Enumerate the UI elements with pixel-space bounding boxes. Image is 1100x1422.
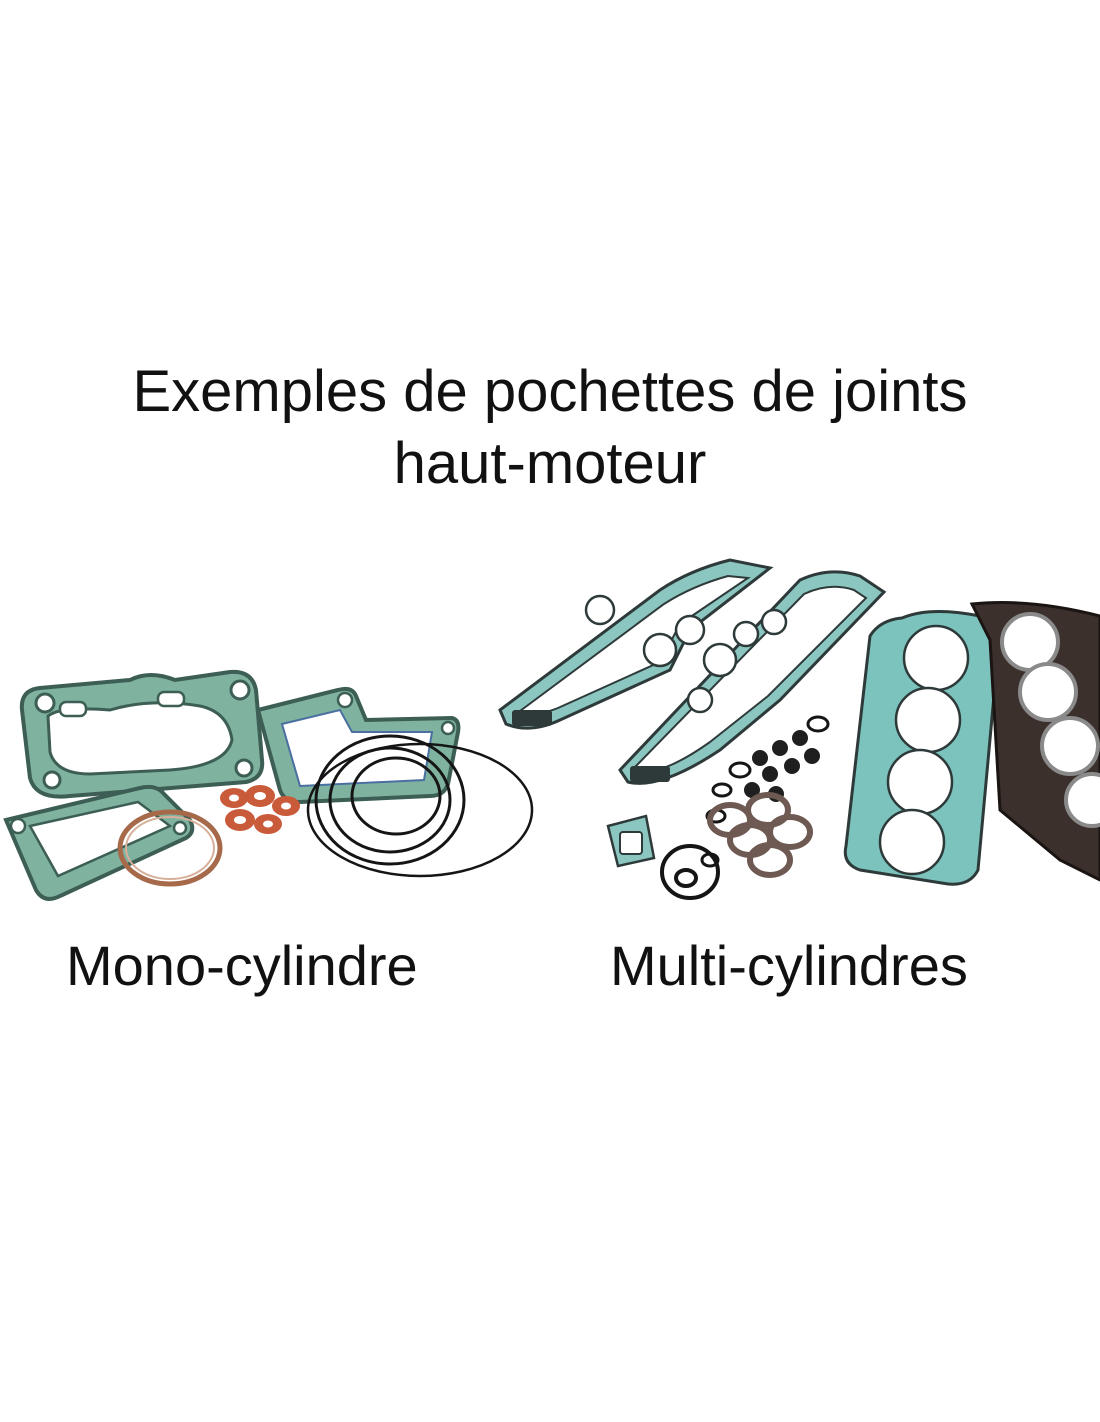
valve-stem-seals bbox=[705, 715, 830, 824]
oil-seal-rings bbox=[660, 844, 720, 900]
multi-cylinder-caption: Multi-cylindres bbox=[610, 934, 968, 997]
base-gasket-bores bbox=[878, 624, 970, 876]
cover-holes bbox=[584, 594, 788, 714]
title-line-1: Exemples de pochettes de joints bbox=[132, 359, 968, 424]
valve-guide-rings bbox=[707, 792, 813, 878]
black-o-rings bbox=[306, 734, 534, 878]
gasket-kits-illustration bbox=[3, 558, 1100, 901]
page-title: Exemples de pochettes de joints haut-mot… bbox=[0, 356, 1100, 500]
head-gasket-bores bbox=[1000, 612, 1100, 828]
mono-cylinder-caption: Mono-cylindre bbox=[66, 934, 418, 997]
copper-ring-gasket bbox=[117, 809, 223, 887]
title-line-2: haut-moteur bbox=[393, 431, 707, 496]
mono-cylinder-kit-image bbox=[3, 669, 534, 901]
orange-seal-rings bbox=[220, 785, 300, 834]
multi-cylinder-kit-image bbox=[498, 558, 1100, 900]
